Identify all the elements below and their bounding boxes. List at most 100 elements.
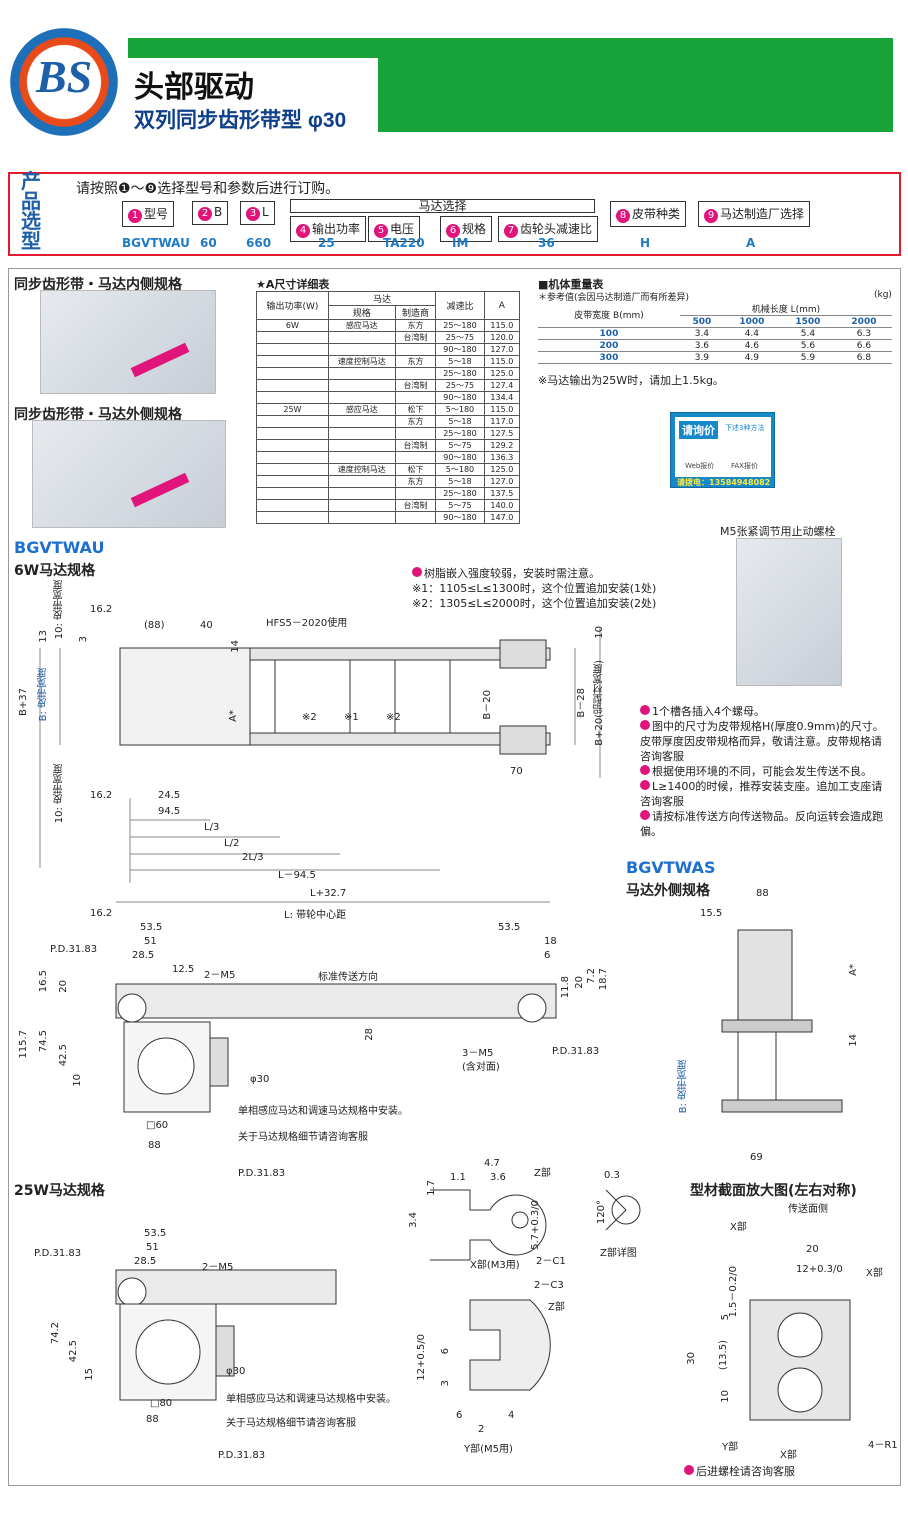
a-table-cell [394,391,437,404]
a-table-header: A [483,291,521,320]
dim-label: 53.5 [140,922,163,933]
a-table-cell: 127.4 [483,379,521,392]
a-table-cell: 5～75 [435,439,485,452]
bgvtwau-note-3: ※2：1305≤L≤2000时，这个位置追加安装(2处) [412,597,657,610]
m5-bolt-label: M5张紧调节用止动螺栓 [720,525,836,538]
a-table-cell: 6W [256,319,329,332]
a-table-cell: 25～180 [435,319,485,332]
a-table-cell [327,427,396,440]
a-table-cell [327,343,396,356]
dim-label: 传送面侧 [788,1204,828,1215]
dim-label: L/2 [224,838,240,849]
a-table-title: ★A尺寸详细表 [256,278,330,291]
dim-label: 16.2 [90,908,113,919]
warning-icon [640,810,650,820]
a-table-cell [394,343,437,356]
a-table-cell [256,499,329,512]
dim-label: B－20 [482,690,493,720]
weight-length-header: 2000 [835,315,892,328]
dim-label: 14 [230,640,241,653]
dim-label: X部 [780,1450,797,1461]
dim-label: 1.5－0.2/0 [728,1266,739,1318]
dim-label: 3－M5 [462,1048,494,1059]
a-table-cell [327,451,396,464]
dim-label: Z部 [534,1168,551,1179]
dim-label: 4－R1 [868,1440,898,1451]
a-table-cell: 147.0 [483,511,521,524]
dim-label: ※2 [302,712,317,723]
product-field-label: 电压 [390,222,415,236]
weight-table-cell: 200 [538,339,680,352]
product-field-label: 型号 [144,207,169,221]
dim-label: 74.2 [50,1322,61,1345]
a-table-cell [256,355,329,368]
dim-label: 88 [148,1140,161,1151]
a-table-cell [256,511,329,524]
dim-label: 69 [750,1152,763,1163]
a-table-cell: 5～18 [435,475,485,488]
bgvtwau-note-1: 树脂嵌入强度较弱，安装时需注意。 [412,566,600,581]
a-table-cell: 东方 [394,355,437,368]
inquiry-card[interactable]: 请询价 下述3种方法 Web报价 FAX报价 请拨电：13584948082 [670,412,775,488]
dim-label: 74.5 [38,1030,49,1053]
a-table-cell: 115.0 [483,319,521,332]
warning-icon [640,780,650,790]
dim-label: 53.5 [144,1228,167,1239]
dim-label: 12+0.3/0 [796,1264,843,1275]
a-table-cell [327,331,396,344]
dim-label: 1.7 [426,1180,437,1196]
product-field-label: B [214,205,223,219]
dim-label: L: 带轮中心距 [284,910,347,921]
warning-icon [412,567,422,577]
value-power: 25 [318,236,335,250]
dim-label: B: 皮带宽度 [38,668,49,722]
dim-label: Y部(M5用) [464,1444,513,1455]
dim-label: P.D.31.83 [50,944,98,955]
a-table-cell: 90～180 [435,391,485,404]
dim-label: 24.5 [158,790,181,801]
dim-label: ※1 [344,712,359,723]
dim-label: 15.5 [700,908,723,919]
warning-icon [640,720,650,730]
a-table-cell [256,439,329,452]
dim-label: X部(M3用) [470,1260,520,1271]
weight-table-cell: 300 [538,351,680,364]
a-table-cell: 台湾制 [394,499,437,512]
product-field-label: 皮带种类 [632,207,681,221]
step-number-icon: 6 [446,224,460,238]
a-table-cell [327,379,396,392]
a-table-cell [394,367,437,380]
dim-label: 10: 皮带宽度 [54,764,65,824]
a-table-cell: 5～18 [435,415,485,428]
dim-label: A* [228,710,239,722]
weight-table-cell: 5.4 [779,327,836,340]
a-table-cell: 5～18 [435,355,485,368]
step-number-icon: 9 [704,209,718,223]
dim-label: 88 [146,1414,159,1425]
dim-label: 1.1 [450,1172,466,1183]
product-field-label: 齿轮头减速比 [520,222,593,236]
a-table-cell: 25～180 [435,427,485,440]
dim-label: 5.7+0.3/0 [530,1200,541,1250]
a-table-cell [256,463,329,476]
a-table-cell: 松下 [394,463,437,476]
a-table-cell [394,487,437,500]
dim-label: 88 [756,888,769,899]
a-table-cell: 136.3 [483,451,521,464]
w25-title: 25W马达规格 [14,1183,105,1199]
product-field-label: 输出功率 [312,222,361,236]
dim-label: 115.7 [18,1030,29,1059]
weight-table-cell: 3.9 [679,351,724,364]
a-table-cell: 速度控制马达 [327,463,396,476]
a-table-cell [256,427,329,440]
value-belt: H [640,236,651,250]
a-table-cell: 东方 [394,319,437,332]
